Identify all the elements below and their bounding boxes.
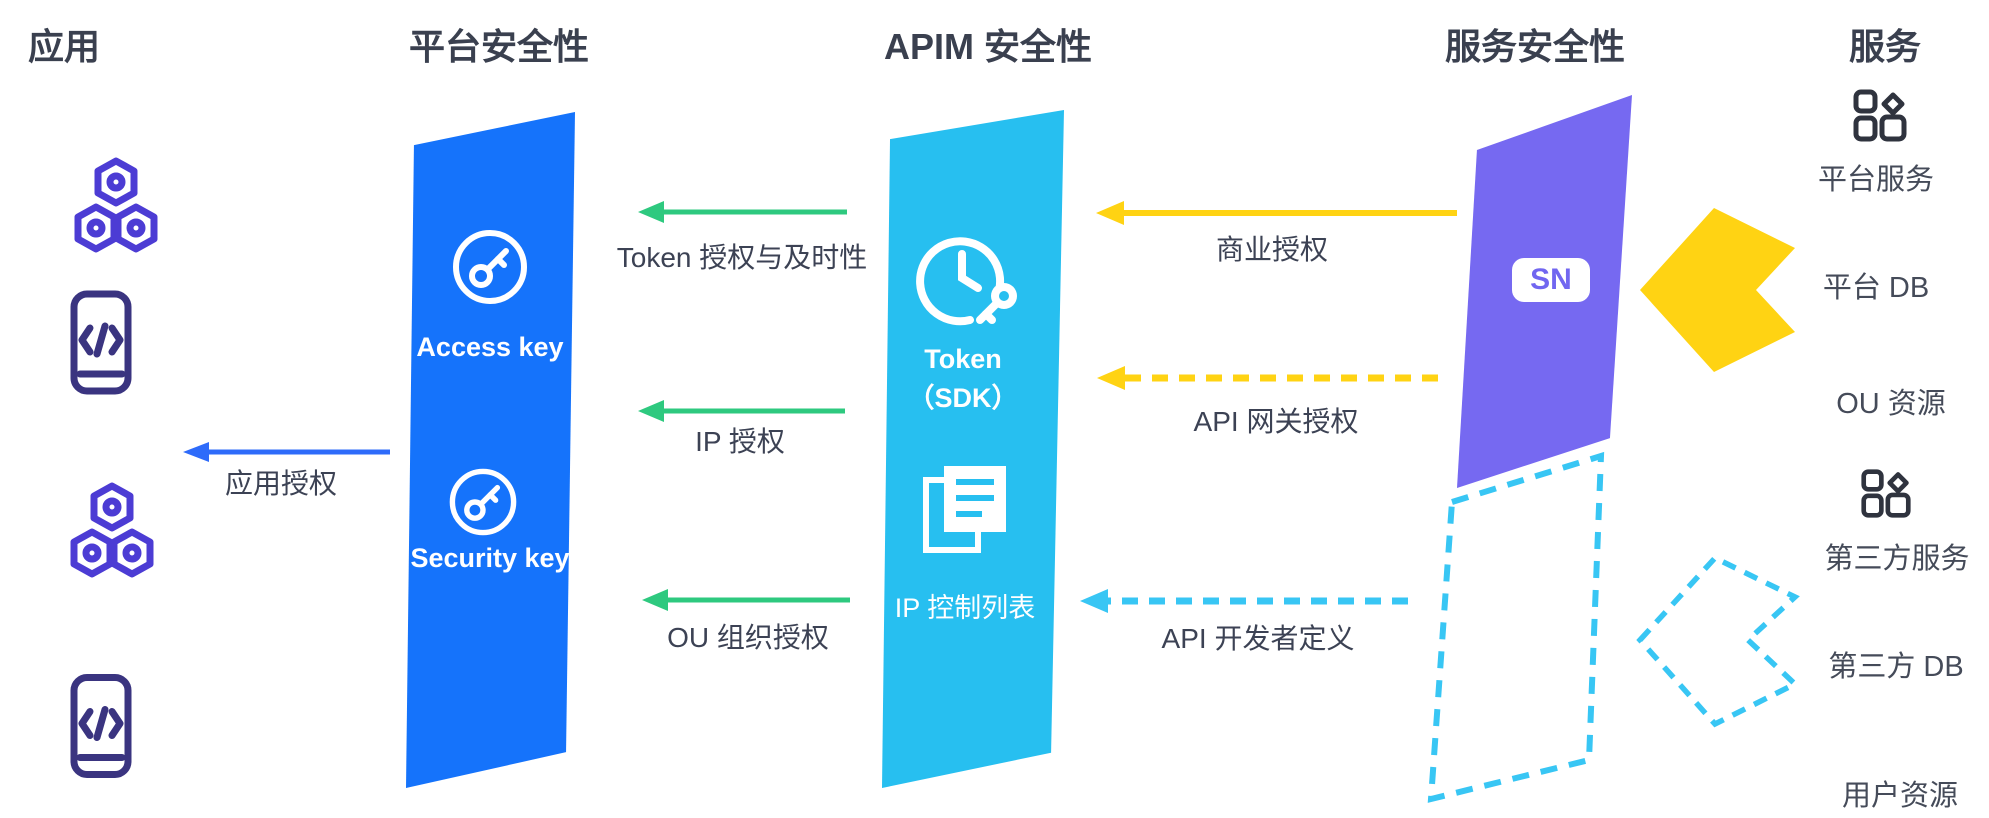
platform-security-panel [406,112,575,788]
security-key-label: Security key [410,543,570,573]
platform-flow-chevron [1640,208,1795,372]
business-auth-arrow [1096,201,1457,225]
ou-auth-arrow [642,589,850,611]
ou-auth-label: OU 组织授权 [667,622,829,653]
apim-security-panel [882,110,1064,788]
header-applications: 应用 [28,26,101,67]
token-label: Token [924,344,1002,374]
api-gateway-auth-label: API 网关授权 [1193,406,1359,437]
service-item-ou-resource: OU 资源 [1836,388,1946,420]
app-grid-icon [1853,89,1907,142]
ip-auth-arrow [638,400,845,422]
mobile-code-icon [70,674,132,778]
ip-auth-label: IP 授权 [695,426,785,457]
token-auth-arrow [638,201,847,223]
service-item-platform-db: 平台 DB [1822,272,1930,304]
access-key-label: Access key [416,332,564,362]
clock-key-icon [916,237,1017,326]
service-item-thirdparty-db: 第三方 DB [1828,651,1964,683]
ip-list-label: IP 控制列表 [894,593,1036,623]
hexagon-cluster-icon [70,482,154,578]
mobile-code-icon [70,290,132,395]
third-party-zone-outline [1427,451,1605,803]
ip-list-document-icon [923,466,1006,553]
app-auth-arrow [183,442,390,462]
access-key-icon [453,230,527,304]
service-item-platform-service: 平台服务 [1817,164,1935,196]
sdk-label: （SDK） [907,383,1019,413]
hexagon-cluster-icon [74,157,158,253]
app-auth-label: 应用授权 [224,468,338,499]
sn-badge-text: SN [1530,263,1572,296]
api-developer-label: API 开发者定义 [1161,623,1355,654]
api-gateway-auth-arrow [1097,366,1438,390]
header-apim-security: APIM 安全性 [883,26,1093,67]
service-item-user-resource: 用户资源 [1841,780,1959,812]
api-developer-arrow [1080,589,1408,613]
token-auth-label: Token 授权与及时性 [616,242,868,273]
header-service-security: 服务安全性 [1444,26,1626,67]
third-party-flow-chevron [1636,554,1800,728]
sn-badge: SN [1512,258,1590,302]
business-auth-label: 商业授权 [1215,234,1329,265]
header-services: 服务 [1848,26,1922,67]
security-key-icon [449,468,517,536]
app-grid-icon [1861,469,1911,518]
header-platform-security: 平台安全性 [408,26,590,67]
service-item-thirdparty-service: 第三方服务 [1824,543,1970,575]
